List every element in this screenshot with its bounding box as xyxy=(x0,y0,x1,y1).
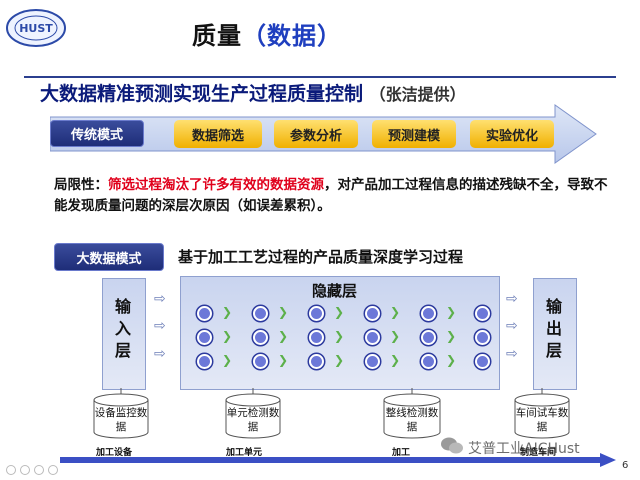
limitation-highlight: 筛选过程淘汰了许多有效的数据资源 xyxy=(108,177,324,193)
chevron-right-icon: ❯ xyxy=(222,305,233,319)
chevron-right-icon: ❯ xyxy=(390,329,401,343)
neuron-node xyxy=(197,306,212,321)
chevron-right-icon: ❯ xyxy=(446,353,457,367)
chevron-right-icon: ❯ xyxy=(390,353,401,367)
chevron-right-icon: ❯ xyxy=(390,305,401,319)
neuron-node xyxy=(475,330,490,345)
heading-text: 大数据精准预测实现生产过程质量控制 xyxy=(40,83,364,105)
neuron-node xyxy=(421,354,436,369)
nav-next-icon[interactable] xyxy=(48,465,58,475)
nav-prev-icon[interactable] xyxy=(6,465,16,475)
traditional-mode-tag: 传统模式 xyxy=(50,120,144,147)
traditional-process-arrow: 传统模式 数据筛选 参数分析 预测建模 实验优化 xyxy=(50,103,598,165)
slide-heading: 大数据精准预测实现生产过程质量控制 （张洁提供） xyxy=(40,79,466,106)
neuron-node xyxy=(365,354,380,369)
watermark-text: 艾普工业AICHust xyxy=(468,441,580,457)
neuron-node xyxy=(421,330,436,345)
step-experiment-optimization: 实验优化 xyxy=(470,120,554,148)
limitation-text: 局限性：筛选过程淘汰了许多有效的数据资源，对产品加工过程信息的描述残缺不全，导致… xyxy=(54,175,614,217)
chevron-right-icon: ❯ xyxy=(334,353,345,367)
chevron-right-icon: ❯ xyxy=(222,329,233,343)
step-predictive-modeling: 预测建模 xyxy=(372,120,456,148)
neuron-node xyxy=(197,330,212,345)
chevron-right-icon: ❯ xyxy=(446,329,457,343)
wechat-icon xyxy=(441,437,463,454)
chevron-right-icon: ❯ xyxy=(278,305,289,319)
title-rule xyxy=(24,76,616,78)
nav-menu-icon[interactable] xyxy=(20,465,30,475)
neuron-node xyxy=(475,354,490,369)
neuron-node xyxy=(309,306,324,321)
stage-label: 加工设备 xyxy=(96,448,133,458)
arrow-right-icon: ⇨ xyxy=(506,318,518,334)
output-layer-label: 输出层 xyxy=(545,297,562,360)
database-cylinders xyxy=(93,388,570,439)
neuron-node xyxy=(365,306,380,321)
title-paren: （数据） xyxy=(242,22,342,50)
neuron-node xyxy=(309,354,324,369)
hidden-layer-label: 隐藏层 xyxy=(312,282,358,300)
arrow-right-icon: ⇨ xyxy=(154,291,166,307)
slide-title: 质量（数据） xyxy=(192,16,342,51)
hidden-layer-box xyxy=(180,276,500,390)
neuron-node xyxy=(197,354,212,369)
chevron-right-icon: ❯ xyxy=(446,305,457,319)
arrow-right-icon: ⇨ xyxy=(154,318,166,334)
nav-pen-icon[interactable] xyxy=(34,465,44,475)
stage-label: 加工单元 xyxy=(226,448,263,458)
arrow-right-icon: ⇨ xyxy=(506,346,518,362)
neuron-node xyxy=(421,306,436,321)
stage-label: 制造车间 xyxy=(520,448,557,458)
neuron-node xyxy=(475,306,490,321)
chevron-right-icon: ❯ xyxy=(334,329,345,343)
neuron-node xyxy=(365,330,380,345)
input-layer-label: 输入层 xyxy=(114,297,131,360)
bigdata-caption: 基于加工工艺过程的产品质量深度学习过程 xyxy=(178,248,464,266)
input-layer-box xyxy=(102,278,146,390)
page-number: 6 xyxy=(622,460,629,471)
neuron-node xyxy=(309,330,324,345)
bigdata-mode-tag: 大数据模式 xyxy=(54,243,164,271)
chevron-right-icon: ❯ xyxy=(278,329,289,343)
chevron-right-icon: ❯ xyxy=(222,353,233,367)
chevron-right-icon: ❯ xyxy=(278,353,289,367)
db-line-inspection: 整线检测数据 xyxy=(385,407,439,433)
chevron-right-icon: ❯ xyxy=(334,305,345,319)
db-unit-inspection: 单元检测数据 xyxy=(226,407,280,433)
limitation-label: 局限性： xyxy=(54,177,108,193)
output-layer-box xyxy=(533,278,577,390)
heading-note: （张洁提供） xyxy=(369,85,466,104)
neuron-node xyxy=(253,354,268,369)
arrow-right-icon: ⇨ xyxy=(154,346,166,362)
title-main: 质量 xyxy=(192,22,242,50)
process-timeline-arrow xyxy=(60,453,616,467)
db-equipment-monitoring: 设备监控数据 xyxy=(94,407,148,433)
db-workshop-test: 车间试车数据 xyxy=(515,407,569,433)
neuron-node xyxy=(253,330,268,345)
limitation-rest: ，对产品加工过程信息的描述残缺不全，导致不能发现质量问题的深层次原因（如误差累积… xyxy=(54,177,608,214)
university-logo: HUST xyxy=(6,9,66,47)
step-data-filtering: 数据筛选 xyxy=(174,120,262,148)
step-parameter-analysis: 参数分析 xyxy=(274,120,358,148)
arrow-right-icon: ⇨ xyxy=(506,291,518,307)
svg-text:HUST: HUST xyxy=(19,22,53,35)
stage-label: 加工 xyxy=(392,448,411,458)
neuron-node xyxy=(253,306,268,321)
